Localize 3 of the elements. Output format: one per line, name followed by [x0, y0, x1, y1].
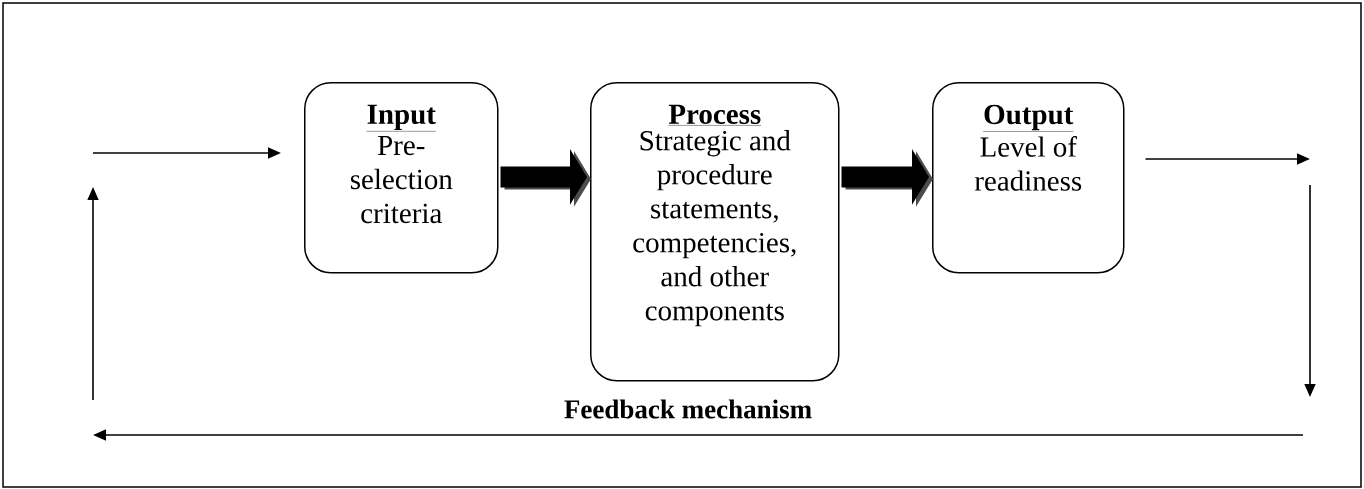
process-box: Output Level of readiness — [932, 82, 1125, 274]
process-box: Input Pre-selection criteria — [304, 82, 499, 274]
process-box: Process Strategic and procedure statements, competencies, and other components — [590, 82, 840, 382]
